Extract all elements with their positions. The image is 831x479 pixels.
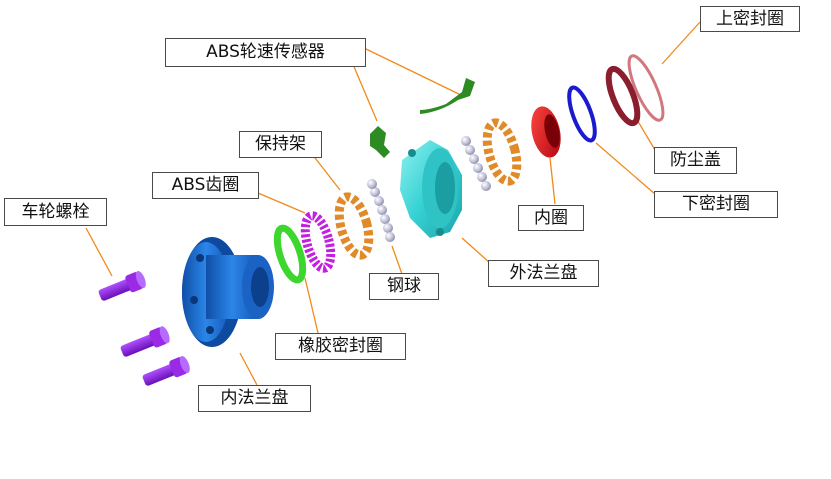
leader-cage <box>311 153 341 191</box>
leader-rubber-seal <box>304 277 319 334</box>
leader-lines <box>85 21 701 386</box>
label-steel-ball: 钢球 <box>369 273 439 300</box>
dust-cover-icon <box>605 65 641 127</box>
label-wheel-bolt: 车轮螺栓 <box>4 198 107 226</box>
leader-inner-ring <box>549 157 556 205</box>
cage-icon <box>334 118 522 260</box>
label-outer-flange: 外法兰盘 <box>488 260 599 287</box>
label-inner-flange: 内法兰盘 <box>198 385 311 412</box>
hub-flange-icon <box>182 237 274 347</box>
label-inner-ring: 内圈 <box>518 205 584 231</box>
label-abs-gear-ring: ABS齿圈 <box>152 172 259 199</box>
label-cage: 保持架 <box>239 131 322 158</box>
seal-ring-icon <box>627 54 665 122</box>
label-lower-seal: 下密封圈 <box>654 191 778 218</box>
label-upper-seal: 上密封圈 <box>700 6 800 32</box>
inner-ring-icon <box>531 106 561 158</box>
seal-ring-icon <box>567 85 597 143</box>
label-abs-sensor: ABS轮速传感器 <box>165 38 366 67</box>
leader-dust-cover <box>635 117 656 151</box>
leader-upper-seal <box>661 21 701 65</box>
sensor-icon <box>370 78 475 158</box>
bolt-icon <box>98 271 190 386</box>
leader-lower-seal <box>595 142 656 195</box>
label-dust-cover: 防尘盖 <box>654 147 737 174</box>
leader-outer-flange <box>461 237 491 264</box>
seal-ring-icon <box>273 224 307 284</box>
tone-ring-icon <box>300 211 336 273</box>
leader-abs-gear-ring <box>257 192 306 214</box>
outer-flange-icon <box>400 140 462 238</box>
leader-steel-ball <box>391 245 403 275</box>
leader-abs-sensor <box>351 61 378 122</box>
leader-wheel-bolt <box>85 227 113 277</box>
ball-icon <box>367 136 491 242</box>
leader-sensor-wire <box>363 47 466 98</box>
label-rubber-seal: 橡胶密封圈 <box>275 333 406 360</box>
leader-inner-flange <box>239 352 258 386</box>
